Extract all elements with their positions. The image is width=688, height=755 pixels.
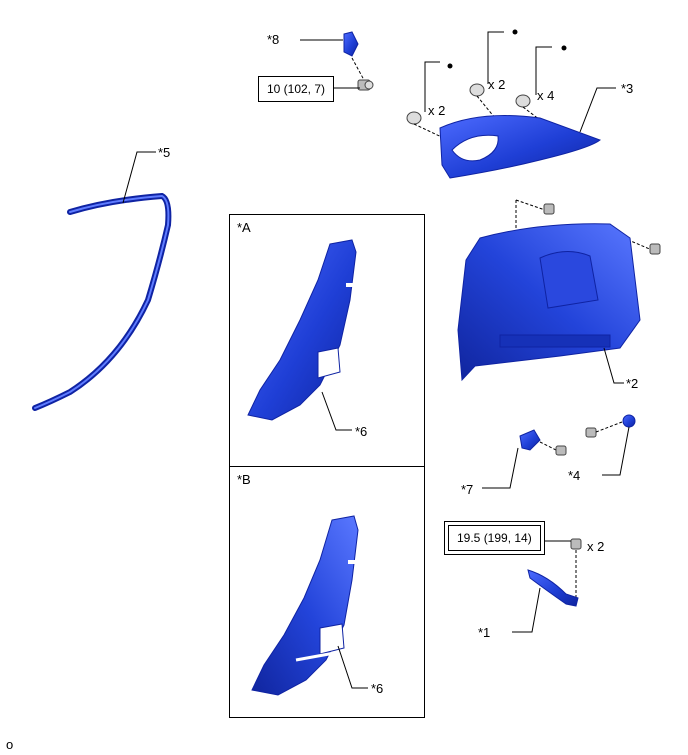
bracket-part-1	[527, 538, 582, 607]
upper-trim-part-3	[439, 115, 602, 179]
quantity-label: x 2	[587, 539, 605, 554]
part-label: *8	[267, 32, 280, 47]
screw-icon	[497, 199, 661, 259]
lower-trim-part-2	[457, 223, 641, 382]
bolt-icon	[351, 57, 374, 91]
pillar-garnish-a	[247, 239, 357, 421]
view-label: *B	[237, 472, 251, 487]
torque-spec-box: 10 (102, 7)	[258, 76, 334, 102]
torque-spec-text: 10 (102, 7)	[266, 82, 326, 96]
torque-spec-box-double: 19.5 (199, 14)	[444, 521, 545, 555]
fastener-icon	[519, 414, 636, 456]
weatherstrip-part	[32, 192, 172, 411]
reference-dot-icon	[447, 29, 567, 69]
quantity-label: x 4	[537, 88, 555, 103]
part-label: *4	[568, 468, 581, 483]
clip-part-8	[343, 31, 359, 57]
part-label: *5	[158, 145, 171, 160]
torque-spec-text: 19.5 (199, 14)	[448, 525, 541, 551]
quantity-label: x 2	[488, 77, 506, 92]
view-frame-b	[229, 466, 425, 718]
corner-mark: o	[6, 737, 14, 752]
part-label: *1	[478, 625, 491, 640]
part-label: *7	[461, 482, 474, 497]
quantity-label: x 2	[428, 103, 446, 118]
part-label: *3	[621, 81, 634, 96]
view-frame-a	[229, 214, 425, 467]
part-label: *2	[626, 376, 639, 391]
part-label: *6	[355, 424, 368, 439]
part-label: *6	[371, 681, 384, 696]
view-label: *A	[237, 220, 251, 235]
